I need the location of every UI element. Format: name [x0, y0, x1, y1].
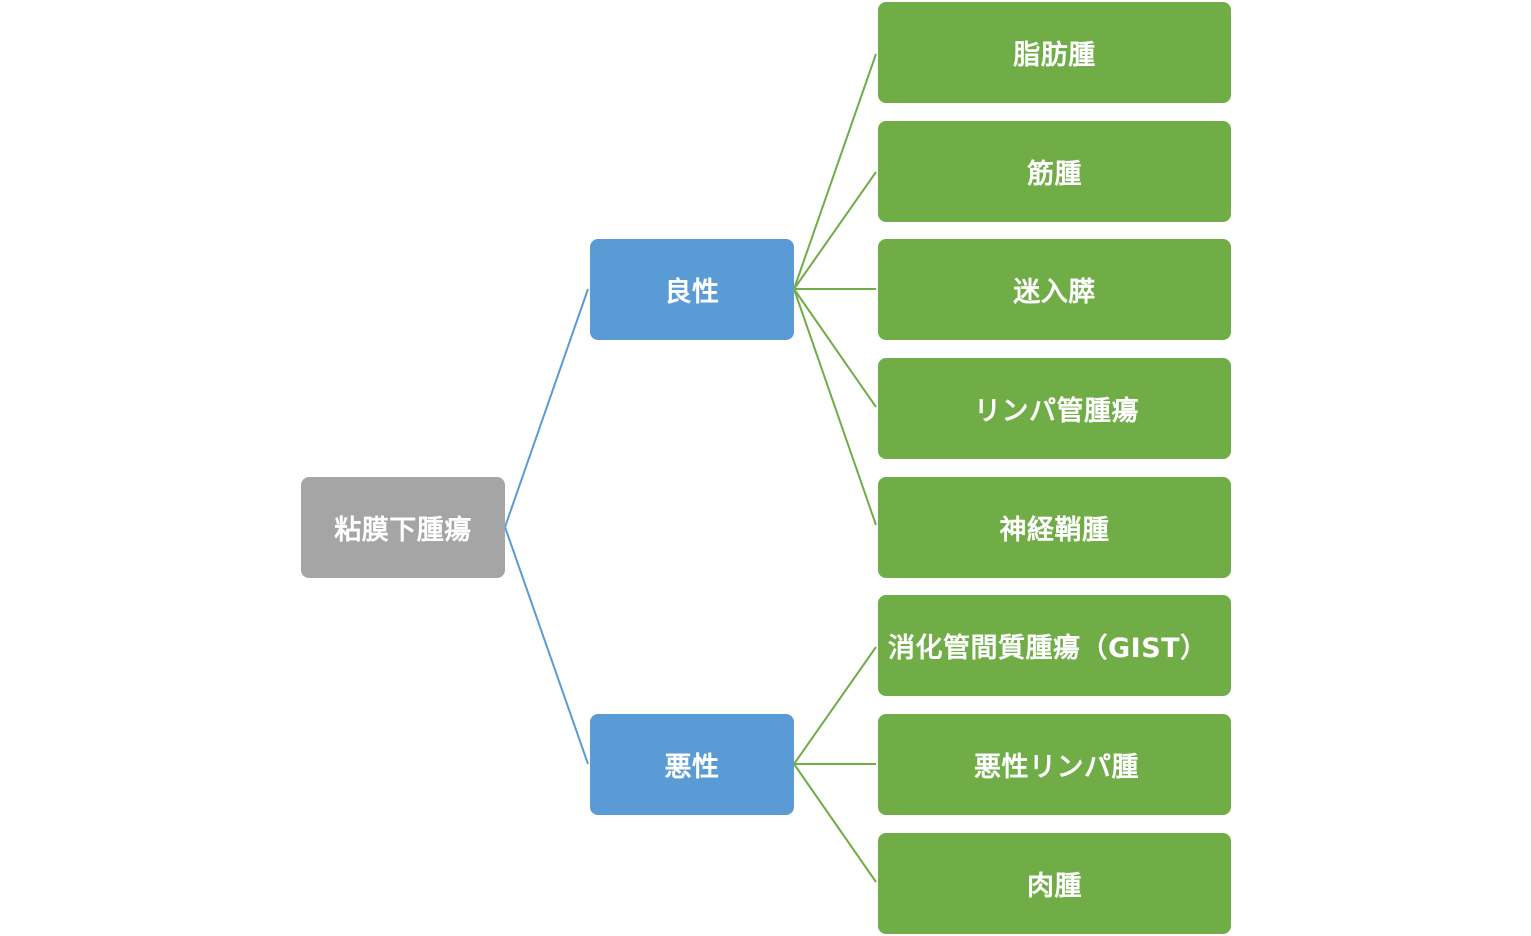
leaf-node-label: 肉腫 [1027, 871, 1082, 902]
connector-benign-leaf-4 [793, 288, 877, 526]
connector-benign-leaf-0 [793, 53, 877, 290]
benign-node-label: 良性 [664, 277, 720, 308]
leaf-node-lymphangioma: リンパ管腫瘍 [878, 358, 1231, 459]
leaf-node-label: 悪性リンパ腫 [974, 752, 1139, 783]
leaf-node-aberrant-pancreas: 迷入膵 [878, 239, 1231, 340]
leaf-node-label: リンパ管腫瘍 [974, 396, 1139, 427]
leaf-node-lipoma: 脂肪腫 [878, 2, 1231, 103]
leaf-node-label: 筋腫 [1027, 159, 1082, 190]
malignant-node: 悪性 [590, 714, 794, 815]
connector-root-benign [504, 288, 589, 528]
connector-malignant-leaf-7 [793, 763, 877, 883]
connector-malignant-leaf-5 [793, 646, 877, 765]
malignant-node-label: 悪性 [664, 752, 720, 783]
leaf-node-malignant-lymphoma: 悪性リンパ腫 [878, 714, 1231, 815]
leaf-node-myoma: 筋腫 [878, 121, 1231, 222]
leaf-node-schwannoma: 神経鞘腫 [878, 477, 1231, 578]
leaf-node-label: 脂肪腫 [1013, 40, 1096, 71]
root-node: 粘膜下腫瘍 [301, 477, 505, 578]
leaf-node-gist: 消化管間質腫瘍（GIST） [878, 595, 1231, 696]
leaf-node-sarcoma: 肉腫 [878, 833, 1231, 934]
root-node-label: 粘膜下腫瘍 [334, 515, 472, 546]
leaf-node-label: 消化管間質腫瘍（GIST） [888, 633, 1208, 664]
connector-benign-leaf-1 [793, 171, 877, 290]
benign-node: 良性 [590, 239, 794, 340]
connector-root-malignant [504, 526, 589, 765]
connector-benign-leaf-3 [793, 288, 877, 408]
leaf-node-label: 神経鞘腫 [999, 515, 1110, 546]
leaf-node-label: 迷入膵 [1013, 277, 1096, 308]
